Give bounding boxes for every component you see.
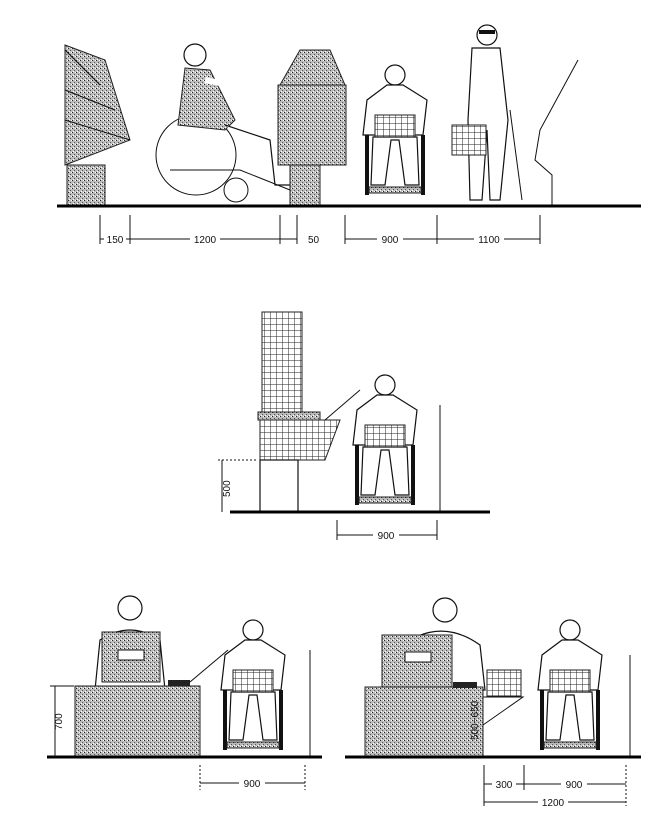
dimension-300: 300 bbox=[496, 780, 513, 791]
wheelchair-user-front bbox=[352, 374, 418, 506]
wheelchair-user-front bbox=[362, 64, 428, 196]
basket-shelf bbox=[482, 696, 525, 726]
standing-person-with-cane bbox=[451, 24, 523, 201]
dimension-900: 900 bbox=[382, 235, 399, 246]
dimension-500-650: 500~650 bbox=[470, 700, 481, 740]
shopping-basket bbox=[451, 124, 487, 156]
wheelchair-user-side bbox=[155, 43, 291, 203]
shelf-base bbox=[66, 164, 106, 207]
low-counter bbox=[259, 419, 341, 461]
scene-middle-service-counter: 500 900 bbox=[218, 311, 490, 542]
dimension-900: 900 bbox=[378, 531, 395, 542]
shopping-basket bbox=[486, 669, 522, 697]
dimension-700: 700 bbox=[54, 713, 65, 730]
dimension-150: 150 bbox=[107, 235, 124, 246]
dimension-50: 50 bbox=[308, 235, 320, 246]
exit-gate bbox=[534, 59, 579, 206]
shelf-tower bbox=[261, 311, 303, 413]
wheelchair-user-front bbox=[537, 619, 603, 751]
dimension-900: 900 bbox=[244, 779, 261, 790]
dimension-500: 500 bbox=[222, 480, 233, 497]
counter-base bbox=[259, 459, 299, 513]
cashier-desk bbox=[74, 685, 201, 758]
dimension-900: 900 bbox=[566, 780, 583, 791]
scene-bottom-left-cashier-desk: 700 900 bbox=[47, 595, 322, 790]
register bbox=[279, 49, 346, 86]
cashier-desk bbox=[364, 686, 484, 758]
dimension-row-top: 150 1200 50 900 1100 bbox=[99, 215, 541, 246]
scene-bottom-right-cashier-with-shelf: 500~650 300 900 1200 bbox=[345, 597, 641, 809]
display-shelf bbox=[64, 44, 131, 166]
dimension-1200: 1200 bbox=[194, 235, 217, 246]
dimension-1100: 1100 bbox=[478, 235, 500, 246]
dimension-1200: 1200 bbox=[542, 798, 565, 809]
scene-top-shop-aisle: 150 1200 50 900 1100 bbox=[57, 24, 641, 246]
wheelchair-user-front bbox=[220, 619, 286, 751]
checkout-counter bbox=[277, 84, 347, 166]
